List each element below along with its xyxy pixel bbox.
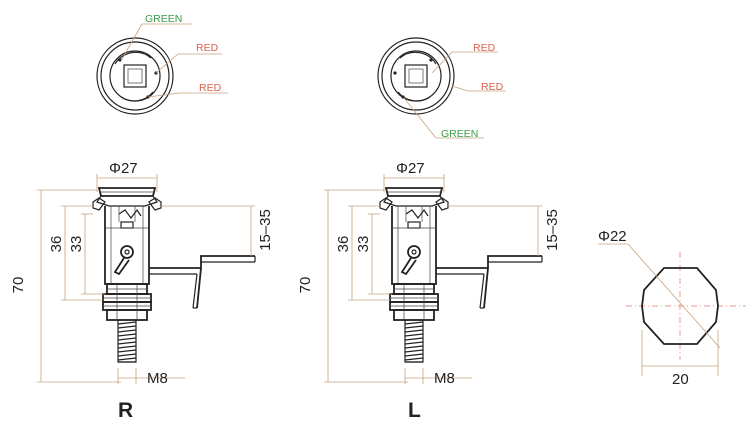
side-view-r: Φ27 36 33 70 15–35 M8 R bbox=[10, 160, 274, 422]
dim-phi27-r: Φ27 bbox=[109, 160, 138, 177]
dim-phi22: Φ22 bbox=[598, 228, 627, 245]
callout-red-l-1: RED bbox=[473, 42, 496, 54]
dim-33-r: 33 bbox=[68, 236, 85, 253]
dim-36-r: 36 bbox=[48, 236, 65, 253]
callout-red-r-1: RED bbox=[196, 42, 219, 54]
side-view-l: Φ27 36 33 70 15–35 M8 L bbox=[297, 160, 561, 422]
top-view-l bbox=[377, 37, 455, 115]
view-label-r: R bbox=[118, 399, 133, 422]
callout-green-r: GREEN bbox=[145, 13, 182, 25]
callout-red-r-2: RED bbox=[199, 82, 222, 94]
top-view-r bbox=[96, 37, 174, 115]
dim-70-l: 70 bbox=[297, 277, 314, 294]
callout-green-l: GREEN bbox=[441, 128, 478, 140]
view-label-l: L bbox=[408, 399, 421, 422]
dim-m8-r: M8 bbox=[147, 370, 168, 387]
dim-33-l: 33 bbox=[355, 236, 372, 253]
dim-m8-l: M8 bbox=[434, 370, 455, 387]
dim-range-l: 15–35 bbox=[544, 209, 561, 251]
dim-phi27-l: Φ27 bbox=[396, 160, 425, 177]
top-view-l-callouts: RED RED GREEN bbox=[403, 42, 506, 140]
dim-range-r: 15–35 bbox=[257, 209, 274, 251]
panel-cutout: Φ22 20 bbox=[598, 228, 746, 388]
dim-20: 20 bbox=[672, 371, 689, 388]
callout-red-l-2: RED bbox=[481, 81, 504, 93]
dim-70-r: 70 bbox=[10, 277, 27, 294]
top-view-r-callouts: GREEN RED RED bbox=[120, 13, 228, 98]
dim-36-l: 36 bbox=[335, 236, 352, 253]
